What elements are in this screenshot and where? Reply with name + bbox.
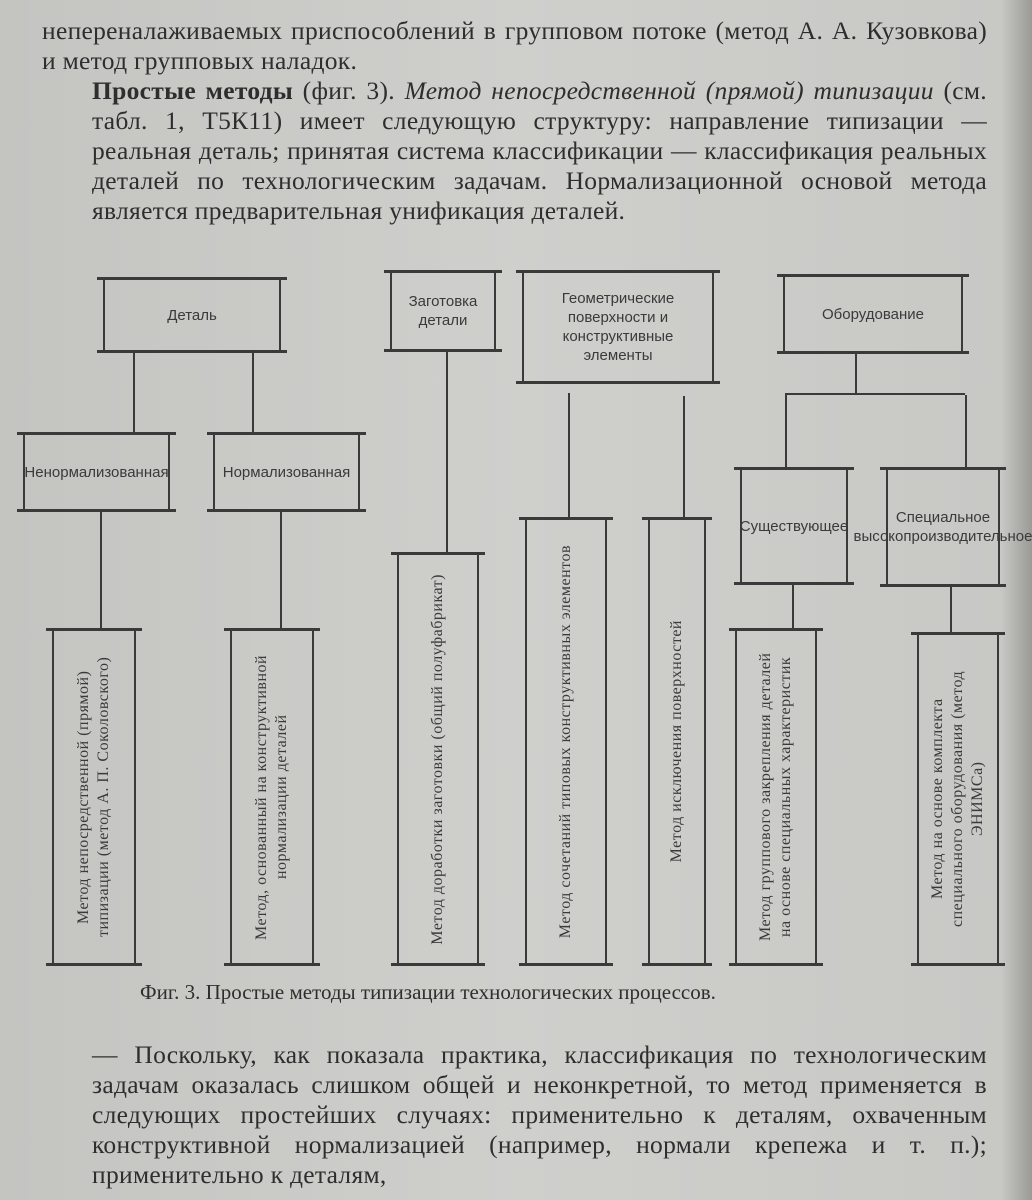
method-label: Метод сочетаний типовых конструктивных э… [557,544,574,939]
figure-caption: Фиг. 3. Простые методы типизации техноло… [140,980,716,1004]
bottom-text: — Поскольку, как показала практика, клас… [92,1040,987,1189]
method-box-6: Метод группового закрепления деталей на … [729,628,823,966]
box-zagotovka: Заготовка детали [384,270,502,352]
box-detal: Деталь [97,277,287,353]
connector [950,587,952,632]
method-box-5: Метод исключения поверхностей [642,517,712,966]
method-label: Метод группового закрепления деталей на … [757,652,794,942]
connector [280,512,282,628]
connector [568,393,570,517]
method-box-1: Метод непосредственной (прямой) типизаци… [46,628,142,966]
box-label: Заготовка детали [408,293,478,329]
connector [252,353,254,433]
bottom-paragraph: — Поскольку, как показала практика, клас… [42,1040,987,1190]
connector [785,393,965,395]
heading-bold: Простые методы [92,76,294,105]
method-label: Метод исключения поверхностей [668,620,685,863]
box-existing: Существующее [734,467,854,585]
box-label: Деталь [167,306,217,324]
method-box-4: Метод сочетаний типовых конструктивных э… [519,517,613,966]
box-label: Ненормализованная [24,463,169,481]
intro-paragraph: непереналаживаемых приспособлений в груп… [42,16,987,76]
box-label: Специальное высокопроизводительное [853,509,1032,545]
connector [683,396,685,517]
box-geometric: Геометрические поверхности и конструктив… [516,270,720,384]
connector [100,512,102,628]
connector [792,585,794,628]
method-box-3: Метод доработки заготовки (общий полуфаб… [391,552,485,966]
box-special: Специальное высокопроизводительное [854,467,1032,587]
simple-methods-paragraph: Простые методы (фиг. 3). Метод непосредс… [42,76,987,226]
box-non-normalized: Ненормализованная [17,432,176,512]
box-label: Геометрические поверхности и конструктив… [561,290,675,364]
intro-text: непереналаживаемых приспособлений в груп… [42,16,987,75]
method-name-italic: Метод непосредственной (прямой) типизаци… [404,76,934,105]
connector [785,395,787,467]
method-box-2: Метод, основанный на конструктивной норм… [224,628,320,966]
connector [855,354,857,394]
box-label: Нормализованная [222,463,351,481]
connector [965,395,967,467]
box-equipment: Оборудование [777,274,969,354]
connector [133,353,135,433]
box-label: Оборудование [821,305,925,323]
method-label: Метод непосредственной (прямой) типизаци… [75,656,112,938]
method-box-7: Метод на основе комплекта специального о… [911,632,1005,966]
method-description: (см. табл. 1, Т5К11) имеет следующую стр… [92,76,987,225]
box-label: Существующее [739,517,849,535]
method-label: Метод на основе комплекта специального о… [929,670,986,928]
method-label: Метод, основанный на конструктивной норм… [253,654,290,940]
method-label: Метод доработки заготовки (общий полуфаб… [429,573,446,945]
fig-ref: (фиг. 3). [293,76,405,105]
box-normalized: Нормализованная [207,432,366,512]
connector [446,352,448,552]
